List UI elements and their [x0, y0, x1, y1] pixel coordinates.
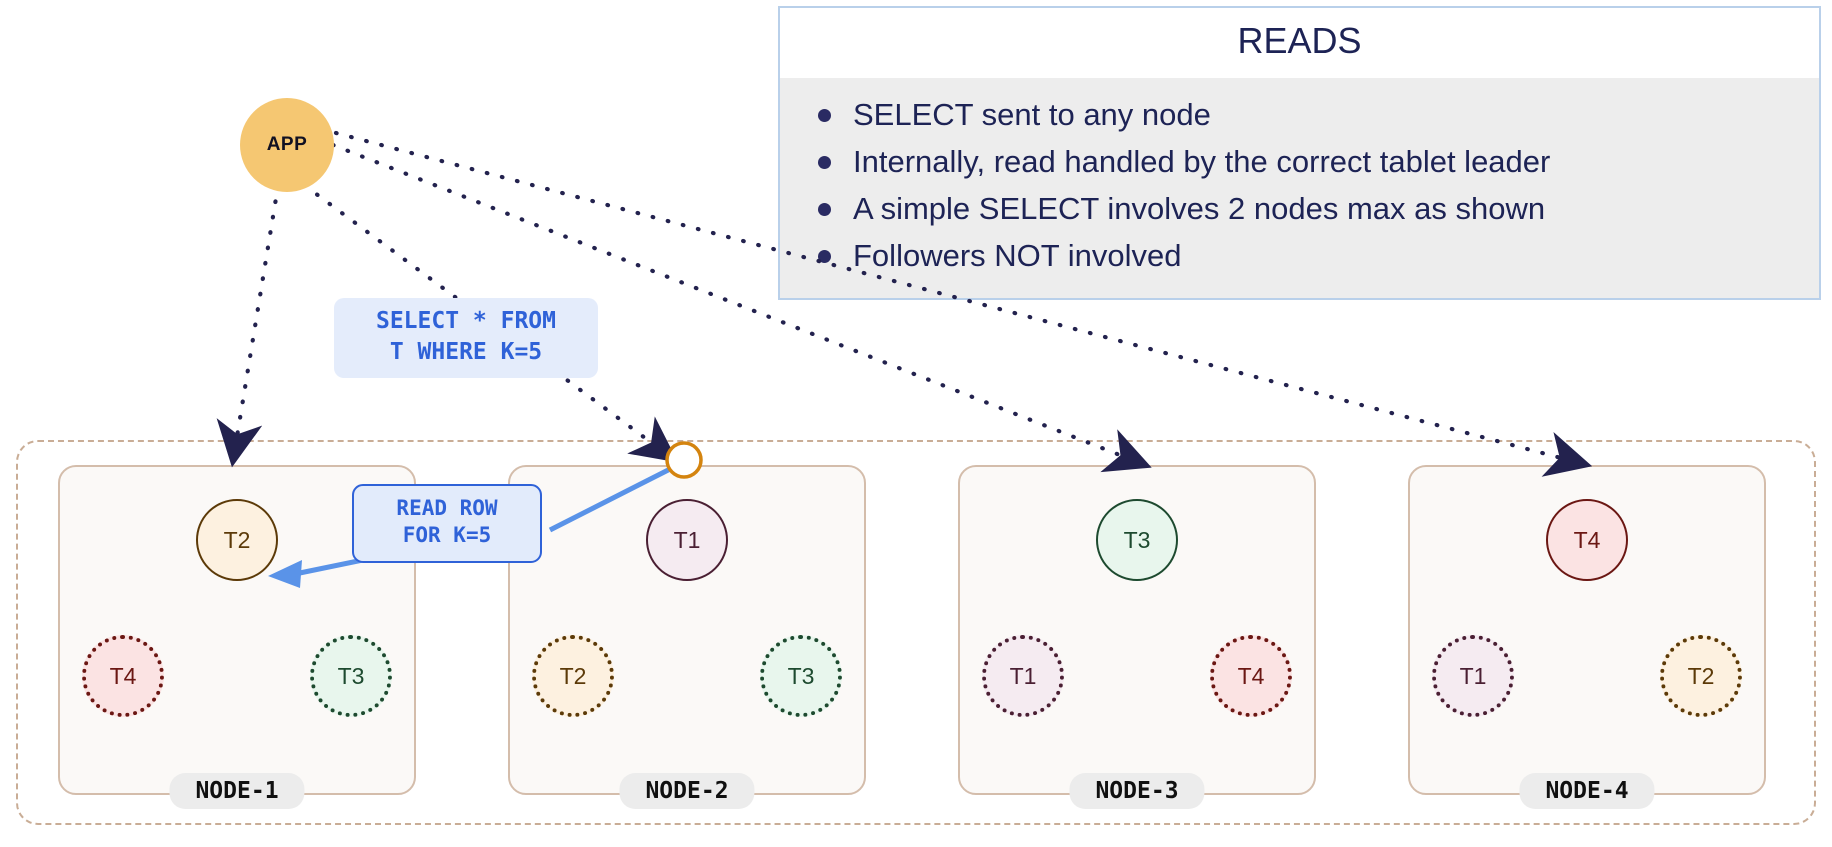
app-node[interactable]: APP: [240, 98, 334, 192]
node-label: NODE-4: [1519, 773, 1655, 809]
tablet-label: T3: [1123, 526, 1151, 553]
tablet-t3-follower[interactable]: T3: [310, 635, 392, 717]
reads-bullet-item: Followers NOT involved: [780, 233, 1819, 280]
tablet-t1-leader[interactable]: T1: [646, 499, 728, 581]
read-callout-line-2: FOR K=5: [402, 523, 492, 548]
app-label: APP: [266, 134, 308, 155]
reads-bullet-item: SELECT sent to any node: [780, 92, 1819, 139]
tablet-label: T2: [223, 526, 251, 553]
reads-bullet-text: Followers NOT involved: [853, 237, 1182, 273]
tablet-label: T1: [673, 526, 701, 553]
tablet-t1-follower[interactable]: T1: [982, 635, 1064, 717]
sql-line-2: T WHERE K=5: [389, 339, 543, 366]
bullet-icon: [818, 249, 831, 263]
tablet-label: T4: [1573, 526, 1601, 553]
tablet-label: T4: [1237, 662, 1265, 689]
tablet-t2-leader[interactable]: T2: [196, 499, 278, 581]
sql-line-1: SELECT * FROM: [375, 308, 556, 334]
tablet-label: T4: [109, 662, 137, 689]
reads-panel-title: READS: [1237, 20, 1362, 61]
tablet-label: T3: [337, 662, 365, 689]
tablet-t4-follower[interactable]: T4: [82, 635, 164, 717]
tablet-t2-follower[interactable]: T2: [532, 635, 614, 717]
tablet-label: T2: [559, 662, 587, 689]
reads-bullet-text: Internally, read handled by the correct …: [853, 143, 1551, 179]
sql-query-bubble: SELECT * FROM T WHERE K=5: [334, 298, 598, 379]
read-callout-line-1: READ ROW: [396, 496, 498, 520]
tablet-t3-leader[interactable]: T3: [1096, 499, 1178, 581]
tablet-t4-follower[interactable]: T4: [1210, 635, 1292, 717]
read-row-callout: READ ROW FOR K=5: [352, 484, 542, 563]
reads-bullet-item: A simple SELECT involves 2 nodes max as …: [780, 186, 1819, 233]
tablet-t1-follower[interactable]: T1: [1432, 635, 1514, 717]
bullet-icon: [818, 109, 831, 122]
reads-bullet-text: SELECT sent to any node: [853, 97, 1211, 132]
tablet-label: T2: [1687, 662, 1715, 689]
tablet-label: T1: [1459, 662, 1487, 689]
bullet-icon: [818, 155, 831, 169]
bullet-icon: [818, 202, 831, 216]
node-label: NODE-2: [619, 773, 755, 809]
tablet-t3-follower[interactable]: T3: [760, 635, 842, 717]
tablet-label: T1: [1009, 662, 1037, 689]
node-label: NODE-3: [1069, 773, 1205, 809]
tablet-label: T3: [787, 662, 815, 689]
arrow-app-to-node1: [216, 183, 281, 468]
tablet-t2-follower[interactable]: T2: [1660, 635, 1742, 717]
reads-bullet-item: Internally, read handled by the correct …: [780, 139, 1819, 186]
tablet-t4-leader[interactable]: T4: [1546, 499, 1628, 581]
node-label: NODE-1: [169, 773, 305, 809]
reads-bullet-text: A simple SELECT involves 2 nodes max as …: [853, 190, 1546, 226]
